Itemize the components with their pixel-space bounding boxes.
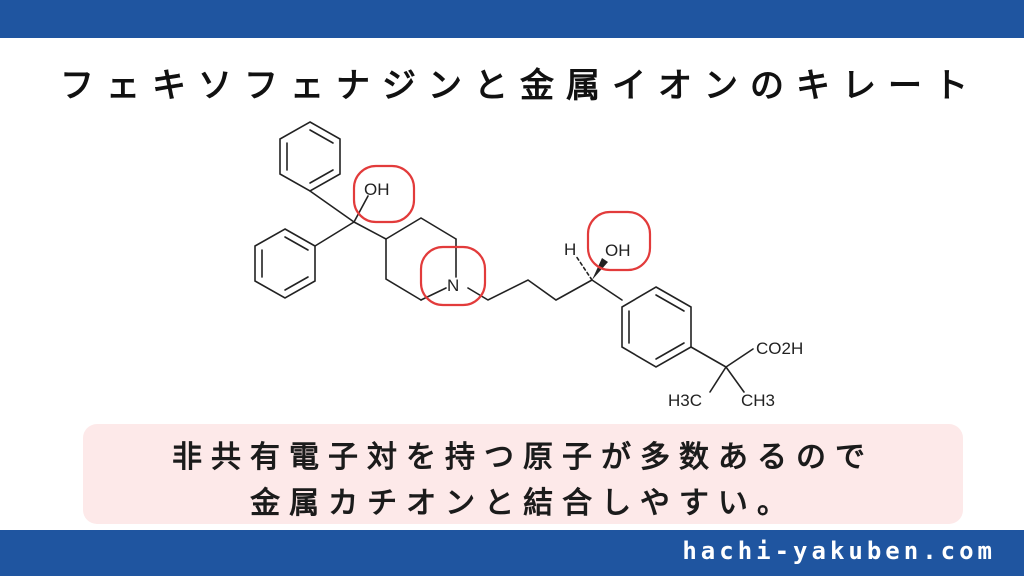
page-title: フェキソフェナジンと金属イオンのキレート — [60, 66, 980, 106]
highlight-circle-oh-top — [352, 164, 416, 224]
bond — [690, 346, 727, 368]
benzene-ring-para — [591, 279, 692, 368]
top-bar — [0, 0, 1024, 38]
hydrogen-label: H — [564, 240, 576, 259]
methyl-label-left: H3C — [668, 391, 702, 410]
hydroxyl-label-top: OH — [364, 180, 390, 199]
bond — [353, 221, 387, 240]
phenyl-ring-upper — [279, 121, 341, 192]
fexofenadine-structure: OH N H OH CO2H H3C CH3 — [236, 112, 803, 412]
caption-line-1: 非共有電子対を持つ原子が多数あるので — [172, 440, 874, 475]
footer-bar: hachi-yakuben.com — [0, 530, 1024, 576]
caption-line-2: 金属カチオンと結合しやすい。 — [250, 486, 796, 521]
hydroxyl-label-chain: OH — [605, 241, 631, 260]
bond — [314, 221, 355, 247]
bond — [725, 348, 754, 368]
site-name[interactable]: hachi-yakuben.com — [682, 537, 996, 565]
piperidine-ring — [385, 217, 457, 301]
bond — [709, 366, 727, 393]
bond — [725, 366, 745, 393]
caption-box: 非共有電子対を持つ原子が多数あるので 金属カチオンと結合しやすい。 — [83, 424, 963, 524]
structure-svg: OH N H OH CO2H H3C CH3 — [254, 121, 803, 410]
methyl-label-right: CH3 — [741, 391, 775, 410]
nitrogen-label: N — [447, 276, 459, 295]
highlight-circle-oh-chain — [586, 210, 652, 272]
phenyl-ring-lower — [254, 228, 316, 299]
carboxyl-label: CO2H — [756, 339, 803, 358]
bond — [309, 190, 355, 223]
bond — [353, 195, 369, 223]
butyl-chain — [467, 279, 593, 301]
hashed-bond — [575, 255, 593, 281]
highlight-circle-nitrogen — [419, 245, 487, 307]
wedge-bond — [592, 258, 608, 280]
